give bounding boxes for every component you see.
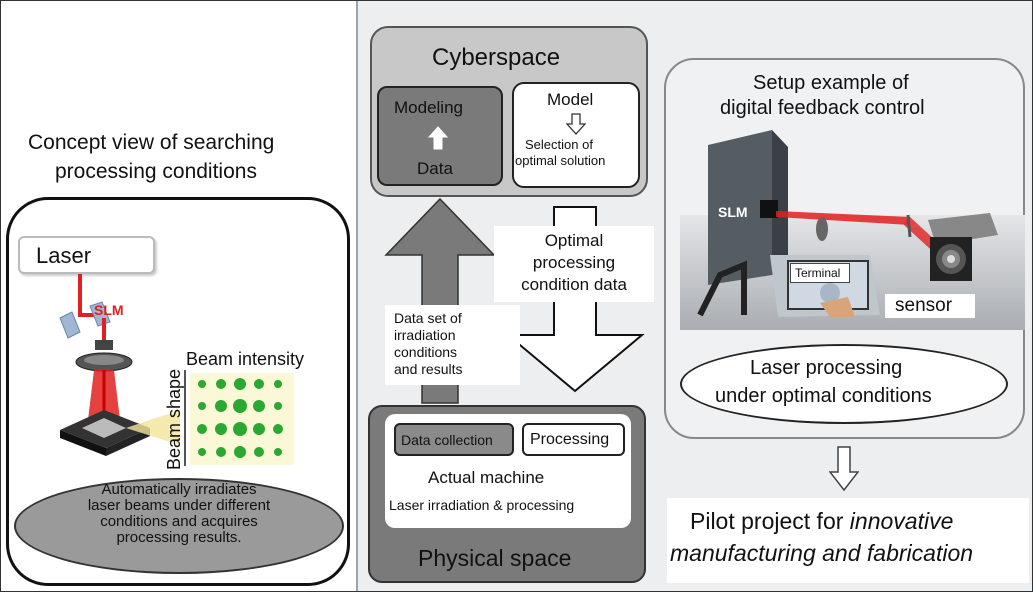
terminal-label-box: Terminal bbox=[790, 263, 850, 283]
down-label-line-3: condition data bbox=[521, 275, 627, 294]
processing-box: Processing bbox=[522, 423, 625, 456]
pilot-box bbox=[667, 498, 1029, 583]
setup-ellipse-line1: Laser processing bbox=[750, 357, 903, 379]
selection-line2: optimal solution bbox=[515, 153, 606, 168]
pilot-line1-plain: Pilot project for bbox=[690, 508, 850, 534]
down-arrow-icon bbox=[566, 113, 586, 135]
data-collection-label: Data collection bbox=[401, 432, 493, 448]
up-arrow-label: Data set of irradiation conditions and r… bbox=[394, 310, 462, 378]
laser-box: Laser bbox=[18, 236, 155, 274]
physical-space-title: Physical space bbox=[418, 545, 572, 571]
setup-ellipse-line2: under optimal conditions bbox=[715, 385, 932, 407]
concept-title-line1: Concept view of searching bbox=[28, 131, 275, 154]
beam-axis-line bbox=[184, 370, 186, 466]
setup-ellipse bbox=[680, 344, 1008, 424]
setup-title-line1: Setup example of bbox=[753, 72, 909, 94]
pilot-line1: Pilot project for innovative bbox=[690, 508, 953, 535]
cyberspace-title: Cyberspace bbox=[432, 44, 561, 71]
beam-intensity-grid bbox=[190, 373, 294, 465]
sensor-label-box: sensor bbox=[885, 294, 975, 318]
data-collection-box: Data collection bbox=[394, 423, 514, 456]
setup-title-line2: digital feedback control bbox=[720, 97, 925, 119]
up-label-line-3: conditions bbox=[394, 344, 458, 360]
up-arrow-label-bg bbox=[385, 305, 520, 385]
selection-line1: Selection of bbox=[525, 137, 593, 152]
concept-frame bbox=[6, 197, 350, 586]
laser-label: Laser bbox=[36, 243, 92, 268]
concept-ellipse bbox=[14, 478, 344, 574]
ellipse-line-2: laser beams under different bbox=[87, 497, 271, 514]
model-box bbox=[512, 82, 640, 188]
slm-label-left: SLM bbox=[94, 302, 124, 318]
up-label-line-2: irradiation bbox=[394, 327, 456, 343]
ellipse-line-4: processing results. bbox=[116, 529, 242, 546]
modeling-label: Modeling bbox=[394, 98, 463, 117]
setup-slm-label: SLM bbox=[718, 204, 748, 220]
pilot-down-arrow-icon bbox=[829, 446, 859, 492]
down-label-line-2: processing bbox=[532, 253, 616, 272]
laser-irradiation-label: Laser irradiation & processing bbox=[389, 497, 575, 513]
ellipse-line-3: conditions and acquires bbox=[100, 513, 258, 530]
sensor-label: sensor bbox=[895, 295, 953, 316]
terminal-label: Terminal bbox=[795, 266, 841, 280]
down-arrow-label-bg bbox=[494, 226, 654, 302]
pilot-line1-italic: innovative bbox=[849, 508, 954, 534]
concept-title-line2: processing conditions bbox=[55, 160, 257, 183]
laser-optics-illustration bbox=[59, 274, 180, 456]
down-label-line-1: Optimal bbox=[544, 231, 604, 250]
beam-intensity-label: Beam intensity bbox=[186, 349, 305, 369]
actual-machine-label: Actual machine bbox=[428, 468, 545, 487]
concept-ellipse-text: Automatically irradiates laser beams und… bbox=[14, 482, 344, 546]
down-arrow-label: Optimal processing condition data bbox=[494, 230, 654, 296]
up-label-line-1: Data set of bbox=[394, 310, 462, 326]
data-label: Data bbox=[417, 159, 453, 178]
processing-label: Processing bbox=[530, 431, 610, 448]
ellipse-line-1: Automatically irradiates bbox=[101, 481, 257, 498]
up-label-line-4: and results bbox=[394, 361, 463, 377]
up-arrow-icon bbox=[428, 126, 448, 150]
pilot-line2: manufacturing and fabrication bbox=[670, 540, 974, 566]
panel-divider bbox=[356, 0, 358, 592]
model-label: Model bbox=[547, 90, 594, 109]
